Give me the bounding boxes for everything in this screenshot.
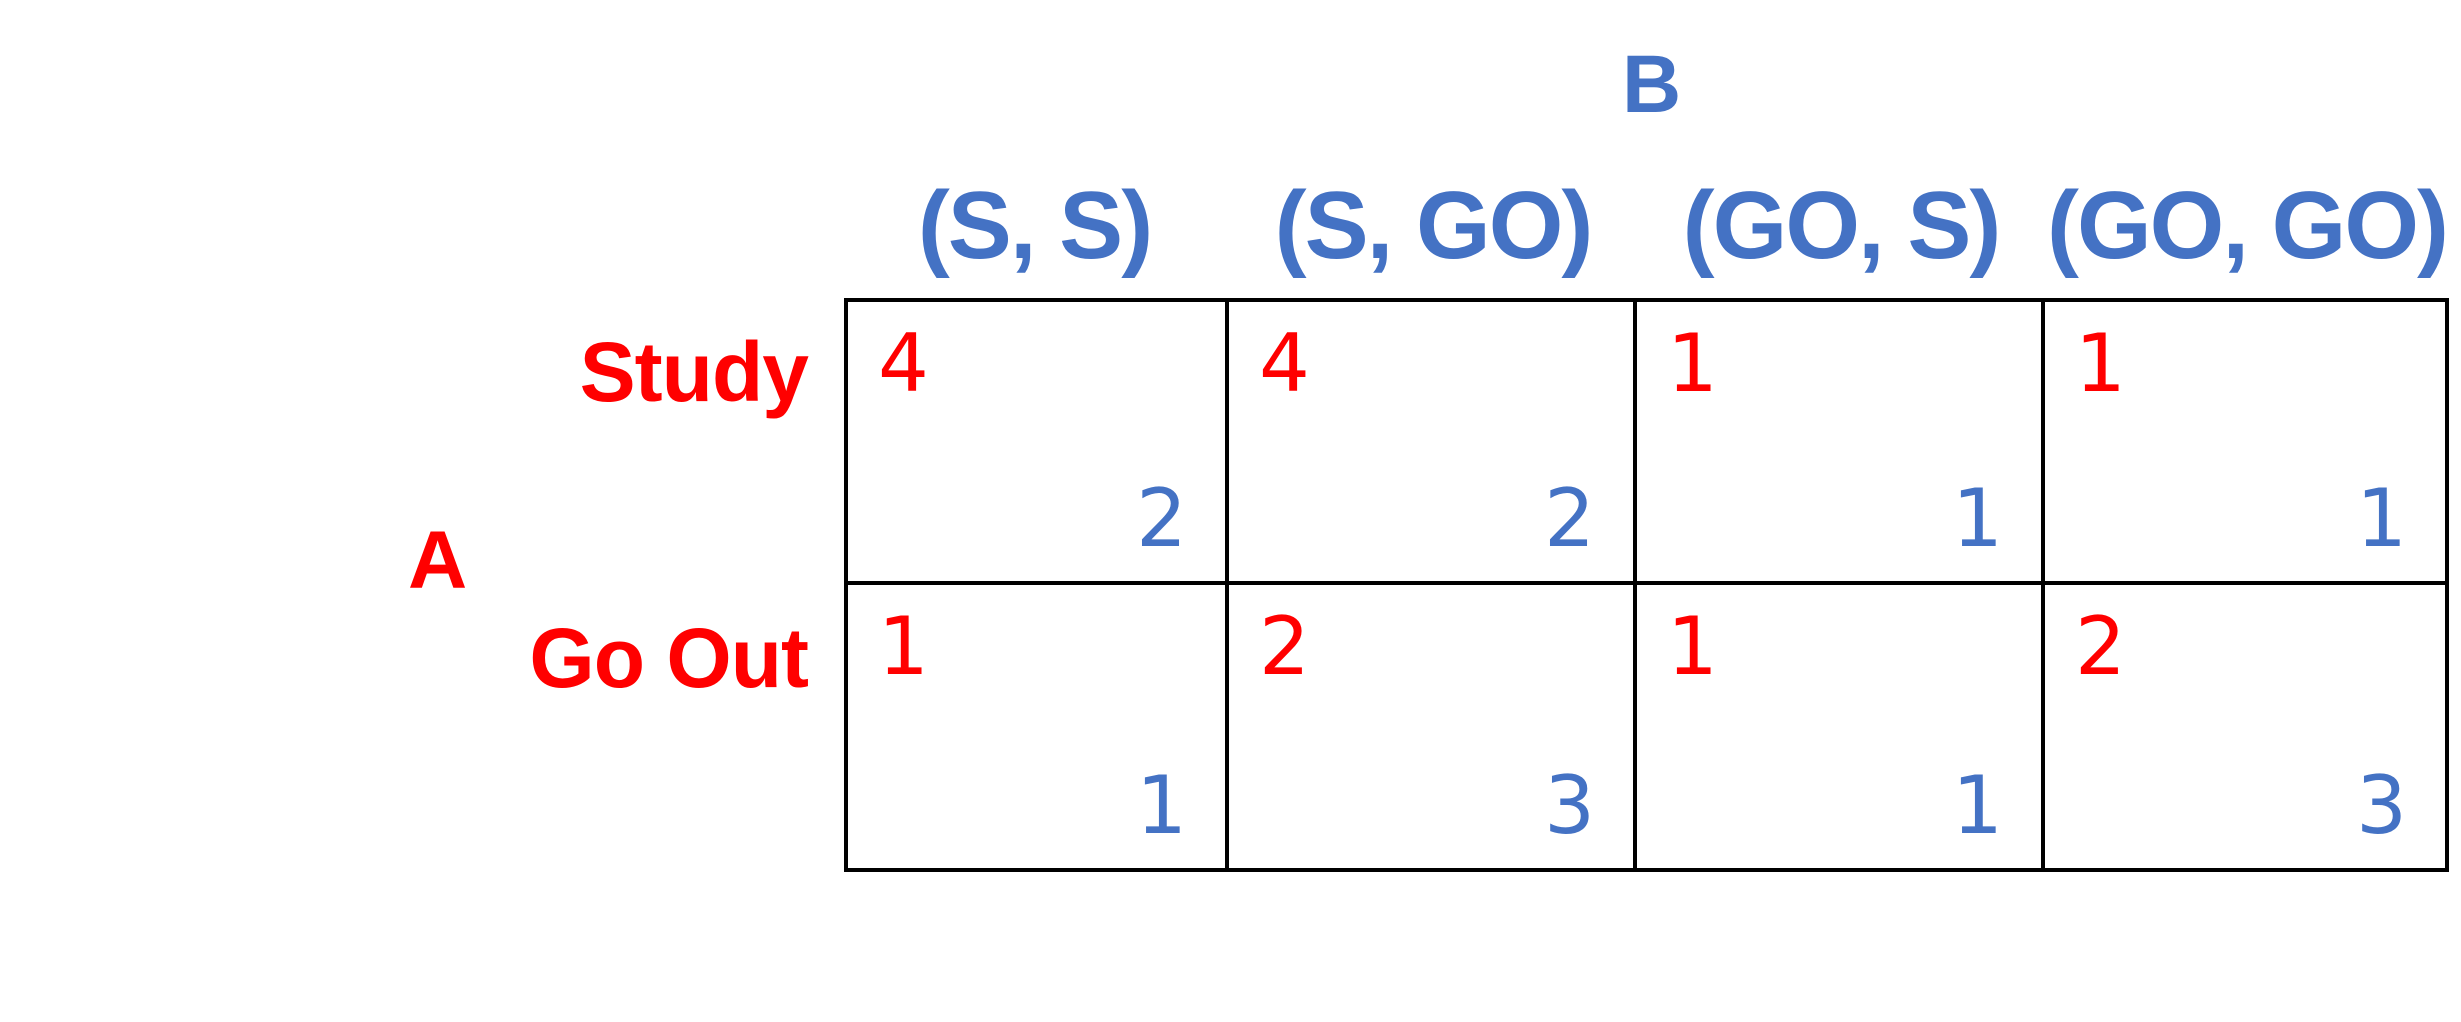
player-a-payoff: 4 [1259,317,1310,410]
column-strategy-header: (GO, GO) [2047,172,2449,279]
player-b-payoff: 3 [2356,759,2407,852]
player-b-payoff: 1 [2356,472,2407,565]
column-player-label: B [1622,39,1682,130]
player-a-payoff: 2 [2075,600,2126,693]
row-player-label: A [408,515,468,606]
payoff-cell: 4 2 [1229,302,1637,585]
player-a-payoff: 1 [2075,317,2126,410]
player-b-payoff: 1 [1952,759,2003,852]
player-b-payoff: 1 [1136,759,1187,852]
column-strategy-header: (S, GO) [1274,172,1594,279]
payoff-matrix: 4 2 4 2 1 1 1 1 1 1 2 3 1 1 2 3 [844,298,2449,872]
player-a-payoff: 2 [1259,600,1310,693]
payoff-cell: 2 3 [2045,585,2445,868]
payoff-cell: 4 2 [848,302,1229,585]
row-strategy-header: Go Out [529,611,809,705]
payoff-cell: 1 1 [848,585,1229,868]
payoff-cell: 1 1 [2045,302,2445,585]
player-b-payoff: 2 [1136,472,1187,565]
column-strategy-header: (GO, S) [1682,172,2002,279]
player-a-payoff: 1 [1667,317,1718,410]
column-strategy-header: (S, S) [917,172,1153,279]
player-a-payoff: 4 [878,317,929,410]
player-a-payoff: 1 [878,600,929,693]
player-b-payoff: 3 [1544,759,1595,852]
payoff-cell: 1 1 [1637,585,2045,868]
player-b-payoff: 1 [1952,472,2003,565]
payoff-cell: 1 1 [1637,302,2045,585]
row-strategy-header: Study [579,325,809,419]
payoff-cell: 2 3 [1229,585,1637,868]
player-a-payoff: 1 [1667,600,1718,693]
player-b-payoff: 2 [1544,472,1595,565]
